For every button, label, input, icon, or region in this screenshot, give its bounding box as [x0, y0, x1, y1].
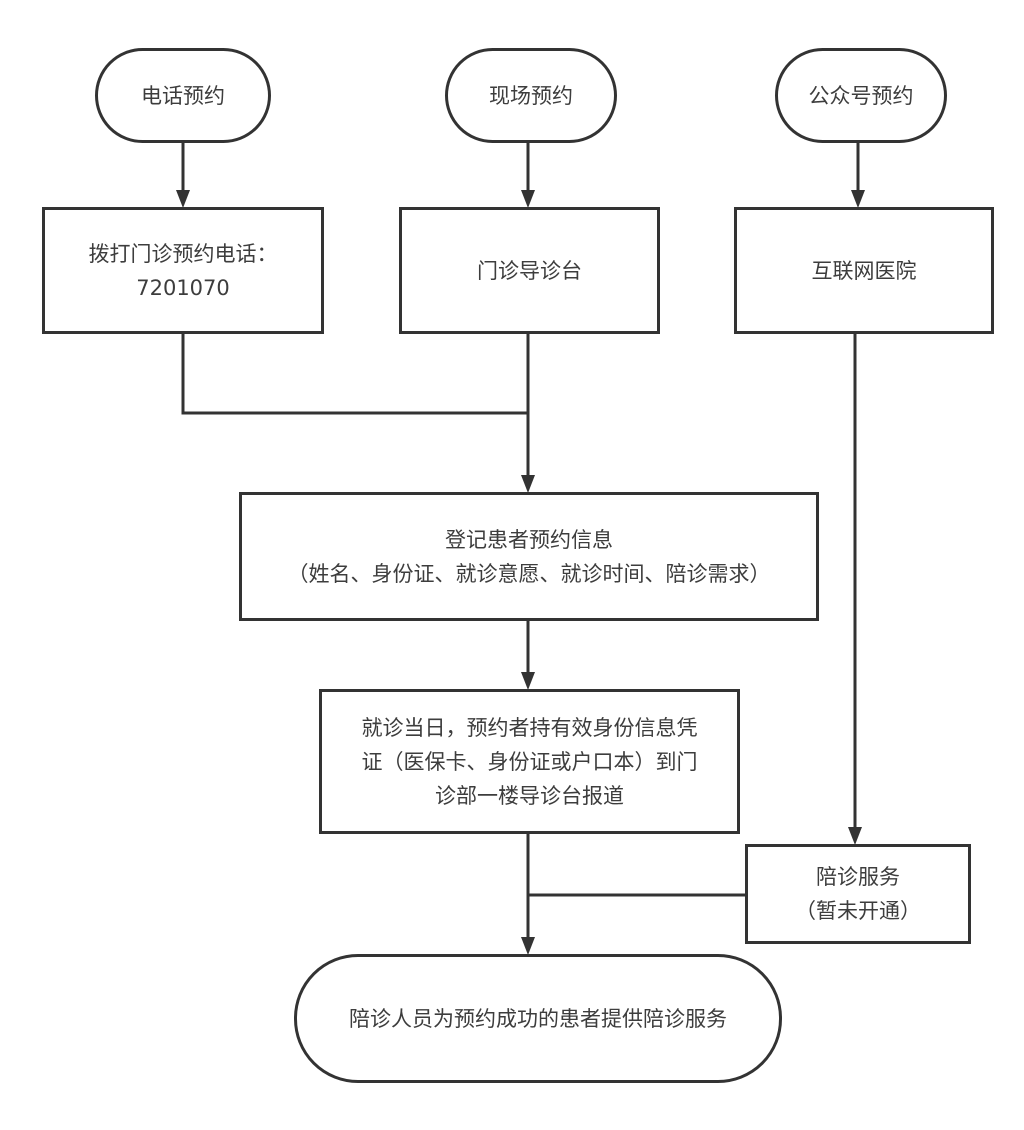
node-report-on-day-line-2: 证（医保卡、身份证或户口本）到门	[361, 749, 698, 774]
node-wechat-booking-label: 公众号预约	[808, 83, 914, 108]
node-phone-booking: 电话预约	[95, 48, 271, 143]
edge-dial-merge	[181, 333, 528, 415]
arrowhead-to-provide	[521, 937, 535, 955]
node-dial-hotline-line-2: 7201070	[136, 275, 230, 300]
node-report-on-day: 就诊当日，预约者持有效身份信息凭 证（医保卡、身份证或户口本）到门 诊部一楼导诊…	[319, 689, 740, 834]
node-internet-hospital: 互联网医院	[734, 207, 994, 334]
node-report-on-day-line-1: 就诊当日，预约者持有效身份信息凭	[361, 715, 698, 740]
arrowhead-phone-to-dial	[176, 190, 190, 208]
node-guide-desk-label: 门诊导诊台	[477, 258, 582, 283]
node-provide-service: 陪诊人员为预约成功的患者提供陪诊服务	[294, 954, 782, 1083]
arrowhead-to-companion	[848, 827, 862, 845]
node-register-info-line-1: 登记患者预约信息	[445, 527, 613, 552]
node-provide-service-label: 陪诊人员为预约成功的患者提供陪诊服务	[349, 1006, 727, 1031]
node-guide-desk: 门诊导诊台	[399, 207, 660, 334]
node-register-info-line-2: （姓名、身份证、就诊意愿、就诊时间、陪诊需求）	[287, 561, 771, 586]
node-wechat-booking: 公众号预约	[775, 48, 947, 143]
arrowhead-wechat-to-internet	[851, 190, 865, 208]
node-onsite-booking-label: 现场预约	[489, 83, 573, 108]
node-onsite-booking: 现场预约	[445, 48, 617, 143]
node-dial-hotline-line-1: 拨打门诊预约电话：	[88, 241, 278, 266]
node-companion-service-line-1: 陪诊服务	[816, 865, 900, 889]
node-register-info: 登记患者预约信息 （姓名、身份证、就诊意愿、就诊时间、陪诊需求）	[239, 492, 819, 621]
node-companion-service: 陪诊服务 （暂未开通）	[745, 844, 971, 944]
arrowhead-to-register	[521, 475, 535, 493]
node-report-on-day-line-3: 诊部一楼导诊台报道	[435, 783, 624, 808]
node-dial-hotline: 拨打门诊预约电话： 7201070	[42, 207, 324, 334]
node-phone-booking-label: 电话预约	[141, 83, 225, 108]
node-companion-service-line-2: （暂未开通）	[795, 899, 921, 923]
node-internet-hospital-label: 互联网医院	[811, 258, 917, 283]
arrowhead-to-report	[521, 672, 535, 690]
arrowhead-onsite-to-desk	[521, 190, 535, 208]
